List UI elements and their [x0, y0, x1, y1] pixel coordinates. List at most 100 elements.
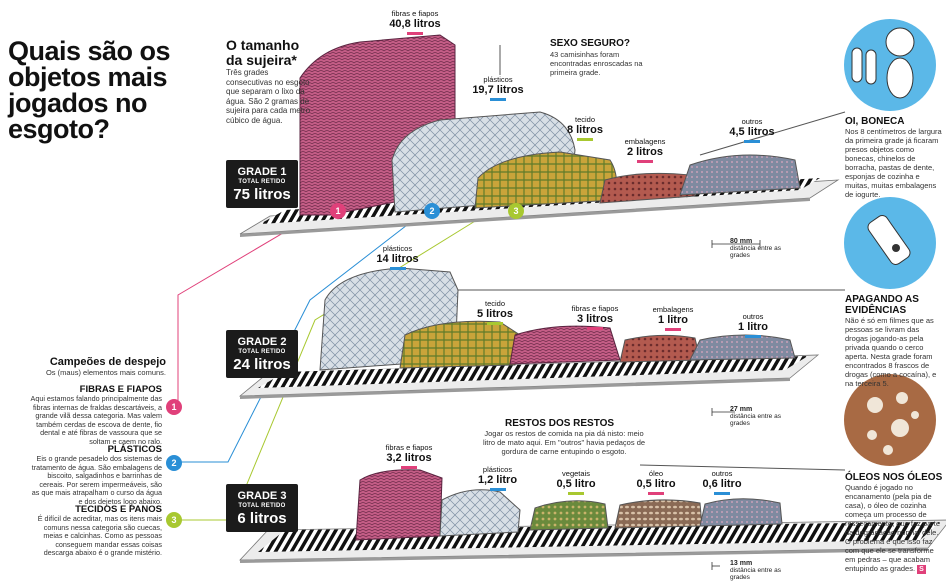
g3-item-vegetais-swatch	[568, 492, 584, 495]
campeoes-item-2: PLÁSTICOS Eis o grande pesadelo dos sist…	[30, 444, 162, 507]
g3-scale: 13 mm distância entre as grades	[730, 560, 790, 581]
campeoes-sub: Os (maus) elementos mais comuns.	[45, 368, 166, 377]
pile-g2-fibras	[509, 325, 621, 365]
g3-item-outros-name: outros	[711, 469, 733, 478]
g2-item-fibras: fibras e fiapos 3 litros	[560, 305, 630, 330]
pile-g3-oleo	[614, 499, 703, 529]
grade-3-label: GRADE 3	[237, 490, 287, 502]
g2-item-embalagens-name: embalagens	[652, 305, 694, 314]
g3-item-oleo-value: 0,5 litro	[636, 478, 676, 490]
pile-g3-outros	[699, 498, 783, 527]
grade-3-total-label: TOTAL RETIDO	[238, 503, 286, 509]
g1-item-tecido-value: 8 litros	[566, 124, 604, 136]
g3-scale-value: 13 mm	[730, 560, 753, 567]
g2-item-outros-swatch	[745, 335, 761, 338]
g2-scale-label: distância entre as grades	[730, 413, 781, 427]
grade-2-label: GRADE 2	[237, 336, 287, 348]
connector-oleos	[639, 464, 846, 471]
end-mark: S	[917, 565, 926, 574]
g1-item-tecido-swatch	[577, 138, 593, 141]
g2-item-fibras-name: fibras e fiapos	[571, 304, 619, 313]
sidebar-oleos-body-text: Quando é jogado no encanamento (pela pia…	[845, 483, 941, 573]
g1-item-embalagens-value: 2 litros	[626, 146, 664, 158]
pile-g3-plasticos	[439, 489, 521, 537]
connector-lines	[172, 45, 846, 521]
campeoes-item-3-title: TECIDOS E PANOS	[75, 504, 162, 515]
g1-item-plasticos-swatch	[490, 98, 506, 101]
g1-item-outros-value: 4,5 litros	[729, 126, 775, 138]
g3-item-plasticos-name: plásticos	[482, 465, 513, 474]
g1-scale-value: 80 mm	[730, 238, 753, 245]
g1-item-embalagens: embalagens 2 litros	[620, 138, 670, 163]
campeoes-item-2-title: PLÁSTICOS	[107, 444, 162, 455]
sidebar-oleos-body: Quando é jogado no encanamento (pela pia…	[845, 483, 943, 574]
campeoes-item-3: TECIDOS E PANOS É difícil de acreditar, …	[30, 504, 162, 558]
grade-2-badge: GRADE 2 TOTAL RETIDO 24 litros	[226, 330, 298, 378]
sidebar-boneca-body: Nos 8 centímetros de largura da primeira…	[845, 127, 942, 199]
g2-item-plasticos: plásticos 14 litros	[370, 245, 425, 270]
g1-item-fibras: fibras e fiapos 40,8 litros	[375, 10, 455, 35]
g2-item-fibras-swatch	[587, 327, 603, 330]
g1-item-fibras-name: fibras e fiapos	[391, 9, 439, 18]
sidebar-oleos: ÓLEOS NOS ÓLEOS Quando é jogado no encan…	[845, 472, 943, 574]
doll-icon	[844, 19, 936, 111]
g2-item-outros: outros 1 litro	[728, 313, 778, 338]
campeoes-item-3-body: É difícil de acreditar, mas os itens mai…	[37, 514, 162, 558]
grade-2-piles	[319, 267, 796, 371]
g3-scale-label: distância entre as grades	[730, 567, 781, 581]
campeoes-block: Campeões de despejo Os (maus) elementos …	[26, 356, 166, 377]
g3-item-fibras-swatch	[401, 466, 417, 469]
intro-body: Três grades consecutivas no esgoto que s…	[226, 68, 311, 125]
pile-g3-vegetais	[529, 500, 609, 531]
grade-1-badge: GRADE 1 TOTAL RETIDO 75 litros	[226, 160, 298, 208]
sidebar-evidencias: APAGANDO AS EVIDÊNCIAS Não é só em filme…	[845, 294, 943, 388]
g1-item-plasticos-value: 19,7 litros	[472, 84, 524, 96]
g3-item-outros: outros 0,6 litro	[696, 470, 748, 495]
grade-3-badge: GRADE 3 TOTAL RETIDO 6 litros	[226, 484, 298, 532]
g1-item-outros-swatch	[744, 140, 760, 143]
g1-item-fibras-value: 40,8 litros	[389, 18, 441, 30]
g1-item-outros-name: outros	[741, 117, 763, 126]
grade-1-total-label: TOTAL RETIDO	[238, 179, 286, 185]
g2-item-embalagens-value: 1 litro	[658, 314, 688, 326]
grade-2-total: 24 litros	[233, 356, 291, 373]
g2-item-embalagens: embalagens 1 litro	[648, 306, 698, 331]
g3-item-fibras-name: fibras e fiapos	[385, 443, 433, 452]
marker-1: 1	[330, 203, 346, 219]
sidebar-boneca-heading: OI, BONECA	[845, 116, 905, 127]
g1-scale: 80 mm distância entre as grades	[730, 238, 790, 259]
sidebar-evidencias-body: Não é só em filmes que as pessoas se liv…	[845, 316, 937, 388]
pile-g2-outros	[689, 334, 796, 361]
restos-body: Jogar os restos de comida na pia dá nist…	[482, 429, 646, 456]
g3-item-oleo: óleo 0,5 litro	[630, 470, 682, 495]
g3-item-outros-value: 0,6 litro	[702, 478, 742, 490]
campeoes-heading: Campeões de despejo	[49, 356, 166, 368]
g3-item-fibras: fibras e fiapos 3,2 litros	[378, 444, 440, 469]
sexo-seguro-heading: SEXO SEGURO?	[550, 38, 631, 49]
intro-heading: O tamanho da sujeira*	[226, 37, 300, 68]
g3-item-oleo-swatch	[648, 492, 664, 495]
g3-item-plasticos: plásticos 1,2 litro	[470, 466, 525, 491]
grade-3-piles	[355, 469, 783, 541]
campeoes-item-1-body: Aqui estamos falando principalmente das …	[30, 394, 162, 446]
g1-item-outros: outros 4,5 litros	[722, 118, 782, 143]
sidebar-evidencias-heading: APAGANDO AS EVIDÊNCIAS	[845, 294, 919, 316]
g2-item-tecido-swatch	[487, 322, 503, 325]
g3-item-vegetais-name: vegetais	[562, 469, 590, 478]
g2-item-plasticos-name: plásticos	[382, 244, 413, 253]
grade-1-label: GRADE 1	[237, 166, 287, 178]
pile-g3-fibras	[355, 469, 443, 541]
marker-2: 2	[424, 203, 440, 219]
scale-markers	[711, 240, 761, 570]
g2-item-tecido: tecido 5 litros	[470, 300, 520, 325]
pile-g2-tecido	[399, 320, 521, 369]
g1-item-tecido: tecido 8 litros	[560, 116, 610, 141]
drug-vial-icon	[844, 197, 936, 289]
marker-3: 3	[508, 203, 524, 219]
g3-item-oleo-name: óleo	[648, 469, 664, 478]
grade-1-total: 75 litros	[233, 186, 291, 203]
g2-scale-value: 27 mm	[730, 406, 753, 413]
page-title: Quais são os objetos mais jogados no esg…	[8, 36, 171, 144]
g2-item-embalagens-swatch	[665, 328, 681, 331]
